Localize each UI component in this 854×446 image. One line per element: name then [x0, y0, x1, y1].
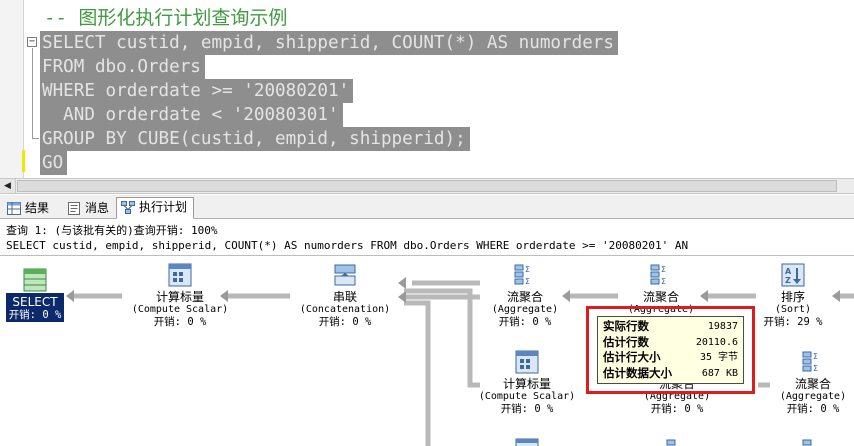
operator-tooltip-highlight: 实际行数 19837 估计行数 20110.6 估计行大小 35 字节 估计数据… — [586, 306, 755, 394]
code-comment: -- 图形化执行计划查询示例 — [44, 7, 288, 29]
tooltip-label: 估计行数 — [603, 334, 649, 349]
svg-text:A: A — [785, 267, 792, 276]
select-icon — [23, 268, 47, 292]
plan-node-compute-scalar[interactable]: 计算标量 (Compute Scalar) 开销: 0 % — [462, 349, 592, 416]
scrollbar-thumb[interactable] — [17, 180, 837, 192]
tooltip-row: 估计数据大小 687 KB — [603, 366, 738, 382]
node-type: (Aggregate) — [491, 304, 559, 315]
node-type: (Aggregate) — [643, 391, 711, 402]
node-cost: 开销: 0 % — [650, 403, 704, 415]
node-cost: 开销: 0 % — [498, 316, 552, 328]
query-cost-line: 查询 1: (与该批有关的)查询开销: 100% — [6, 224, 218, 237]
tab-results-label: 结果 — [25, 201, 50, 215]
node-cost: 开销: 0 % — [8, 309, 62, 321]
node-name: 串联 — [332, 290, 357, 304]
node-name: 流聚合 — [642, 290, 679, 304]
tab-messages[interactable]: 消息 — [62, 198, 116, 218]
stream-aggregate-icon — [802, 439, 812, 446]
node-type: (Concatenation) — [299, 304, 391, 315]
node-name: 排序 — [780, 290, 805, 304]
plan-connectors — [66, 277, 854, 446]
node-name: 计算标量 — [502, 377, 551, 391]
code-line[interactable]: AND orderdate < '20080301' — [40, 103, 343, 127]
node-name: 流聚合 — [506, 290, 543, 304]
code-line[interactable]: SELECT custid, empid, shipperid, COUNT(*… — [40, 31, 618, 55]
message-icon — [68, 202, 80, 215]
svg-text:Σ: Σ — [661, 265, 666, 274]
query-editor[interactable]: − -- 图形化执行计划查询示例 SELECT custid, empid, s… — [0, 0, 854, 178]
code-line[interactable]: WHERE orderdate >= '20080201' — [40, 79, 354, 103]
node-cost: 开销: 0 % — [153, 316, 207, 328]
change-marker — [22, 150, 25, 172]
svg-text:Σ: Σ — [525, 277, 530, 286]
query-sql-line: SELECT custid, empid, shipperid, COUNT(*… — [6, 239, 689, 252]
node-type: (Compute Scalar) — [131, 304, 229, 315]
horizontal-scrollbar[interactable]: ◀ — [0, 178, 854, 194]
plan-node-aggregate[interactable]: Σ Σ 流聚合 (Aggregate) — [596, 262, 726, 316]
tab-execution-plan-label: 执行计划 — [139, 200, 188, 214]
node-name: 流聚合 — [794, 377, 831, 391]
plan-header: 查询 1: (与该批有关的)查询开销: 100% SELECT custid, … — [0, 220, 854, 256]
plan-node-compute-scalar[interactable]: 计算标量 (Compute Scalar) 开销: 0 % — [115, 262, 245, 329]
scroll-left-arrow-icon[interactable]: ◀ — [0, 179, 16, 193]
execution-plan-icon — [121, 201, 135, 214]
plan-node-concatenation[interactable]: 串联 (Concatenation) 开销: 0 % — [280, 262, 410, 329]
node-type: (Sort) — [774, 304, 812, 315]
node-cost: 开销: 0 % — [786, 403, 840, 415]
tooltip-value: 19837 — [707, 321, 738, 332]
grid-icon — [7, 202, 21, 215]
compute-scalar-icon — [168, 263, 192, 287]
svg-text:Σ: Σ — [525, 265, 530, 274]
code-line[interactable]: GO — [40, 151, 68, 175]
node-name: 计算标量 — [155, 290, 204, 304]
svg-text:Σ: Σ — [813, 364, 818, 373]
plan-node-sort[interactable]: A Z 排序 (Sort) 开销: 29 % — [728, 262, 854, 329]
plan-node-aggregate[interactable]: Σ Σ 流聚合 (Aggregate) 开销: 0 % — [460, 262, 590, 329]
node-name: SELECT — [12, 295, 58, 309]
node-type: (Compute Scalar) — [478, 391, 576, 402]
tooltip-value: 35 字节 — [699, 352, 738, 363]
tooltip-label: 实际行数 — [603, 319, 649, 333]
stream-aggregate-icon: Σ Σ — [514, 264, 530, 286]
node-type: (Aggregate) — [779, 391, 847, 402]
tooltip-row: 估计行大小 35 字节 — [603, 350, 738, 366]
node-cost: 开销: 29 % — [763, 316, 823, 328]
tooltip-row: 估计行数 20110.6 — [603, 335, 738, 351]
tooltip-label: 估计数据大小 — [603, 365, 672, 380]
code-line[interactable]: GROUP BY CUBE(custid, empid, shipperid); — [40, 127, 470, 151]
code-line[interactable]: FROM dbo.Orders — [40, 55, 205, 79]
svg-text:Z: Z — [785, 276, 791, 285]
operator-tooltip: 实际行数 19837 估计行数 20110.6 估计行大小 35 字节 估计数据… — [597, 316, 744, 384]
svg-text:Σ: Σ — [813, 352, 818, 361]
node-cost: 开销: 0 % — [318, 316, 372, 328]
collapse-icon[interactable]: − — [27, 36, 37, 47]
stream-aggregate-icon — [666, 439, 676, 446]
stream-aggregate-icon: Σ Σ — [650, 264, 666, 286]
tooltip-label: 估计行大小 — [603, 350, 661, 364]
tab-messages-label: 消息 — [85, 201, 110, 215]
tab-results[interactable]: 结果 — [2, 198, 56, 218]
results-tab-bar: 结果 消息 执行计划 — [0, 195, 854, 219]
tooltip-value: 687 KB — [701, 367, 738, 379]
concatenation-icon — [334, 264, 356, 286]
sort-icon: A Z — [781, 263, 805, 287]
tab-execution-plan[interactable]: 执行计划 — [116, 197, 195, 219]
editor-gutter — [0, 0, 24, 178]
compute-scalar-icon — [515, 438, 539, 446]
plan-node-aggregate[interactable]: Σ Σ 流聚合 (Aggregate) 开销: 0 % — [748, 349, 854, 416]
node-type: (Aggregate) — [627, 304, 695, 315]
plan-node-select[interactable]: SELECT 开销: 0 % — [0, 267, 100, 322]
tooltip-value: 20110.6 — [695, 336, 738, 348]
svg-text:Σ: Σ — [661, 277, 666, 286]
fold-guide — [32, 48, 33, 138]
compute-scalar-icon — [515, 350, 539, 374]
stream-aggregate-icon: Σ Σ — [802, 351, 818, 373]
tooltip-row: 实际行数 19837 — [603, 319, 738, 335]
node-cost: 开销: 0 % — [500, 403, 554, 415]
fold-guide-end — [32, 138, 39, 139]
